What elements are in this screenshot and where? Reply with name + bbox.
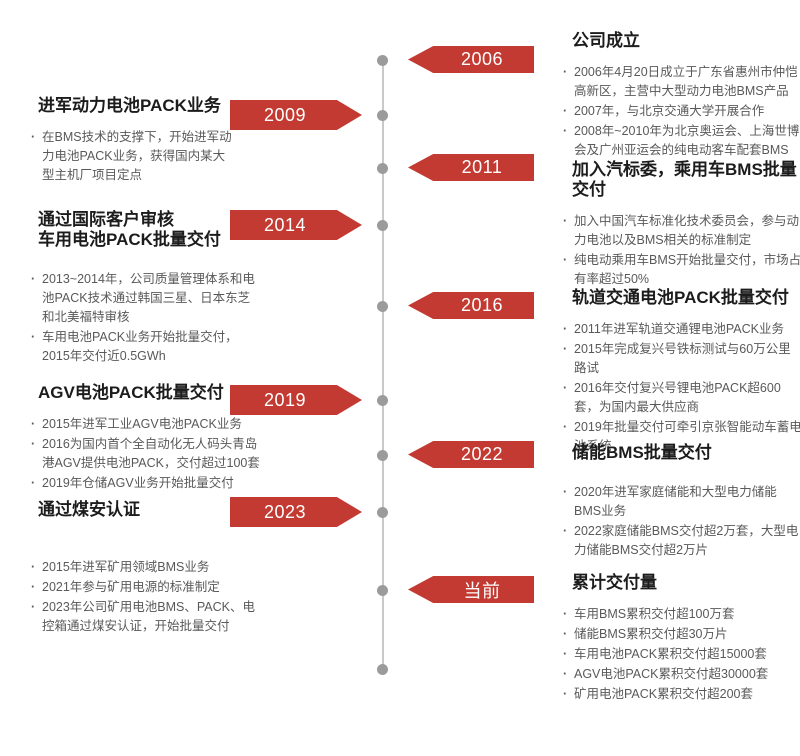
- milestone-2019: AGV电池PACK批量交付 2015年进军工业AGV电池PACK业务2016为国…: [30, 383, 265, 494]
- milestone-2009: 进军动力电池PACK业务 在BMS技术的支撑下，开始进军动力电池PACK业务，获…: [30, 96, 235, 186]
- bullet-item: 2015年进军工业AGV电池PACK业务: [30, 415, 265, 434]
- bullet-item: 2008年~2010年为北京奥运会、上海世博会及广州亚运会的纯电动客车配套BMS: [562, 122, 800, 160]
- milestone-bullets: 2015年进军工业AGV电池PACK业务2016为国内首个全自动化无人码头青岛港…: [30, 415, 265, 493]
- milestone-title: 公司成立: [572, 31, 640, 50]
- milestone-bullets: 2020年进军家庭储能和大型电力储能BMS业务2022家庭储能BMS交付超2万套…: [562, 483, 800, 560]
- bullet-item: 2023年公司矿用电池BMS、PACK、电控箱通过煤安认证，开始批量交付: [30, 598, 265, 636]
- year-banner-current: 当前: [408, 576, 534, 603]
- bullet-item: 2015年完成复兴号铁标测试与60万公里路试: [562, 340, 800, 378]
- timeline-line: [382, 60, 384, 669]
- bullet-item: AGV电池PACK累积交付超30000套: [562, 665, 800, 684]
- milestone-title: 加入汽标委，乘用车BMS批量交付: [572, 160, 797, 199]
- milestone-current: 累计交付量 车用BMS累积交付超100万套储能BMS累积交付超30万片车用电池P…: [562, 573, 800, 705]
- milestone-2011: 加入汽标委，乘用车BMS批量交付 加入中国汽车标准化技术委员会，参与动力电池以及…: [562, 160, 800, 290]
- year-label: 当前: [463, 580, 501, 601]
- milestone-bullets: 2013~2014年，公司质量管理体系和电池PACK技术通过韩国三星、日本东芝和…: [30, 270, 258, 366]
- year-banner-2011: 2011: [408, 154, 534, 181]
- bullet-item: 2022家庭储能BMS交付超2万套，大型电力储能BMS交付超2万片: [562, 522, 800, 560]
- bullet-item: 在BMS技术的支撑下，开始进军动力电池PACK业务，获得国内某大型主机厂项目定点: [30, 128, 235, 185]
- bullet-item: 2016年交付复兴号锂电池PACK超600套，为国内最大供应商: [562, 379, 800, 417]
- year-banner-2009: 2009: [230, 100, 362, 130]
- milestone-title: 储能BMS批量交付: [572, 443, 712, 462]
- bullet-item: 储能BMS累积交付超30万片: [562, 625, 800, 644]
- milestone-2022: 储能BMS批量交付 2020年进军家庭储能和大型电力储能BMS业务2022家庭储…: [562, 443, 800, 561]
- timeline-dot: [377, 110, 388, 121]
- milestone-2023: 通过煤安认证 2015年进军矿用领域BMS业务2021年参与矿用电源的标准制定2…: [30, 500, 265, 637]
- bullet-item: 2013~2014年，公司质量管理体系和电池PACK技术通过韩国三星、日本东芝和…: [30, 270, 258, 327]
- year-label: 2016: [460, 295, 504, 315]
- timeline-dot: [377, 395, 388, 406]
- year-label: 2019: [263, 389, 307, 410]
- bullet-item: 2020年进军家庭储能和大型电力储能BMS业务: [562, 483, 800, 521]
- bullet-item: 2011年进军轨道交通锂电池PACK业务: [562, 320, 800, 339]
- milestone-bullets: 2015年进军矿用领域BMS业务2021年参与矿用电源的标准制定2023年公司矿…: [30, 558, 265, 636]
- bullet-item: 2019年批量交付可牵引京张智能动车蓄电池系统: [562, 418, 800, 456]
- year-label: 2023: [263, 501, 307, 522]
- bullet-item: 纯电动乘用车BMS开始批量交付，市场占有率超过50%: [562, 251, 800, 289]
- year-banner-2023: 2023: [230, 497, 362, 527]
- milestone-2006: 公司成立 2006年4月20日成立于广东省惠州市仲恺高新区，主营中大型动力电池B…: [562, 31, 800, 161]
- timeline-dot: [377, 163, 388, 174]
- timeline-dot: [377, 585, 388, 596]
- year-label: 2014: [263, 214, 307, 235]
- milestone-2014: 通过国际客户审核 车用电池PACK批量交付 2013~2014年，公司质量管理体…: [30, 210, 258, 367]
- timeline-dot: [377, 301, 388, 312]
- bullet-item: 2015年进军矿用领域BMS业务: [30, 558, 265, 577]
- bullet-item: 2006年4月20日成立于广东省惠州市仲恺高新区，主营中大型动力电池BMS产品: [562, 63, 800, 101]
- milestone-bullets: 2006年4月20日成立于广东省惠州市仲恺高新区，主营中大型动力电池BMS产品2…: [562, 63, 800, 160]
- timeline-dot: [377, 664, 388, 675]
- milestone-title: 通过煤安认证: [38, 500, 140, 519]
- milestone-2016: 轨道交通电池PACK批量交付 2011年进军轨道交通锂电池PACK业务2015年…: [562, 288, 800, 457]
- milestone-title: 轨道交通电池PACK批量交付: [572, 288, 789, 307]
- bullet-item: 2019年仓储AGV业务开始批量交付: [30, 474, 265, 493]
- timeline-dot: [377, 55, 388, 66]
- bullet-item: 车用电池PACK累积交付超15000套: [562, 645, 800, 664]
- year-banner-2006: 2006: [408, 46, 534, 73]
- bullet-item: 2021年参与矿用电源的标准制定: [30, 578, 265, 597]
- year-label: 2009: [263, 104, 307, 125]
- timeline-dot: [377, 220, 388, 231]
- year-banner-2019: 2019: [230, 385, 362, 415]
- milestone-title: 进军动力电池PACK业务: [38, 96, 221, 115]
- timeline-dot: [377, 450, 388, 461]
- milestone-bullets: 车用BMS累积交付超100万套储能BMS累积交付超30万片车用电池PACK累积交…: [562, 605, 800, 704]
- year-banner-2022: 2022: [408, 441, 534, 468]
- bullet-item: 2016为国内首个全自动化无人码头青岛港AGV提供电池PACK，交付超过100套: [30, 435, 265, 473]
- year-label: 2022: [460, 444, 504, 464]
- milestone-bullets: 在BMS技术的支撑下，开始进军动力电池PACK业务，获得国内某大型主机厂项目定点: [30, 128, 235, 185]
- year-banner-2016: 2016: [408, 292, 534, 319]
- year-label: 2006: [460, 49, 504, 69]
- bullet-item: 2007年，与北京交通大学开展合作: [562, 102, 800, 121]
- year-label: 2011: [461, 157, 503, 177]
- milestone-title: 累计交付量: [572, 573, 657, 592]
- bullet-item: 车用电池PACK业务开始批量交付，2015年交付近0.5GWh: [30, 328, 258, 366]
- milestone-title: AGV电池PACK批量交付: [38, 383, 224, 402]
- milestone-bullets: 2011年进军轨道交通锂电池PACK业务2015年完成复兴号铁标测试与60万公里…: [562, 320, 800, 456]
- timeline-dot: [377, 507, 388, 518]
- bullet-item: 矿用电池PACK累积交付超200套: [562, 685, 800, 704]
- bullet-item: 车用BMS累积交付超100万套: [562, 605, 800, 624]
- milestone-title: 通过国际客户审核 车用电池PACK批量交付: [38, 210, 221, 249]
- bullet-item: 加入中国汽车标准化技术委员会，参与动力电池以及BMS相关的标准制定: [562, 212, 800, 250]
- year-banner-2014: 2014: [230, 210, 362, 240]
- milestone-bullets: 加入中国汽车标准化技术委员会，参与动力电池以及BMS相关的标准制定纯电动乘用车B…: [562, 212, 800, 289]
